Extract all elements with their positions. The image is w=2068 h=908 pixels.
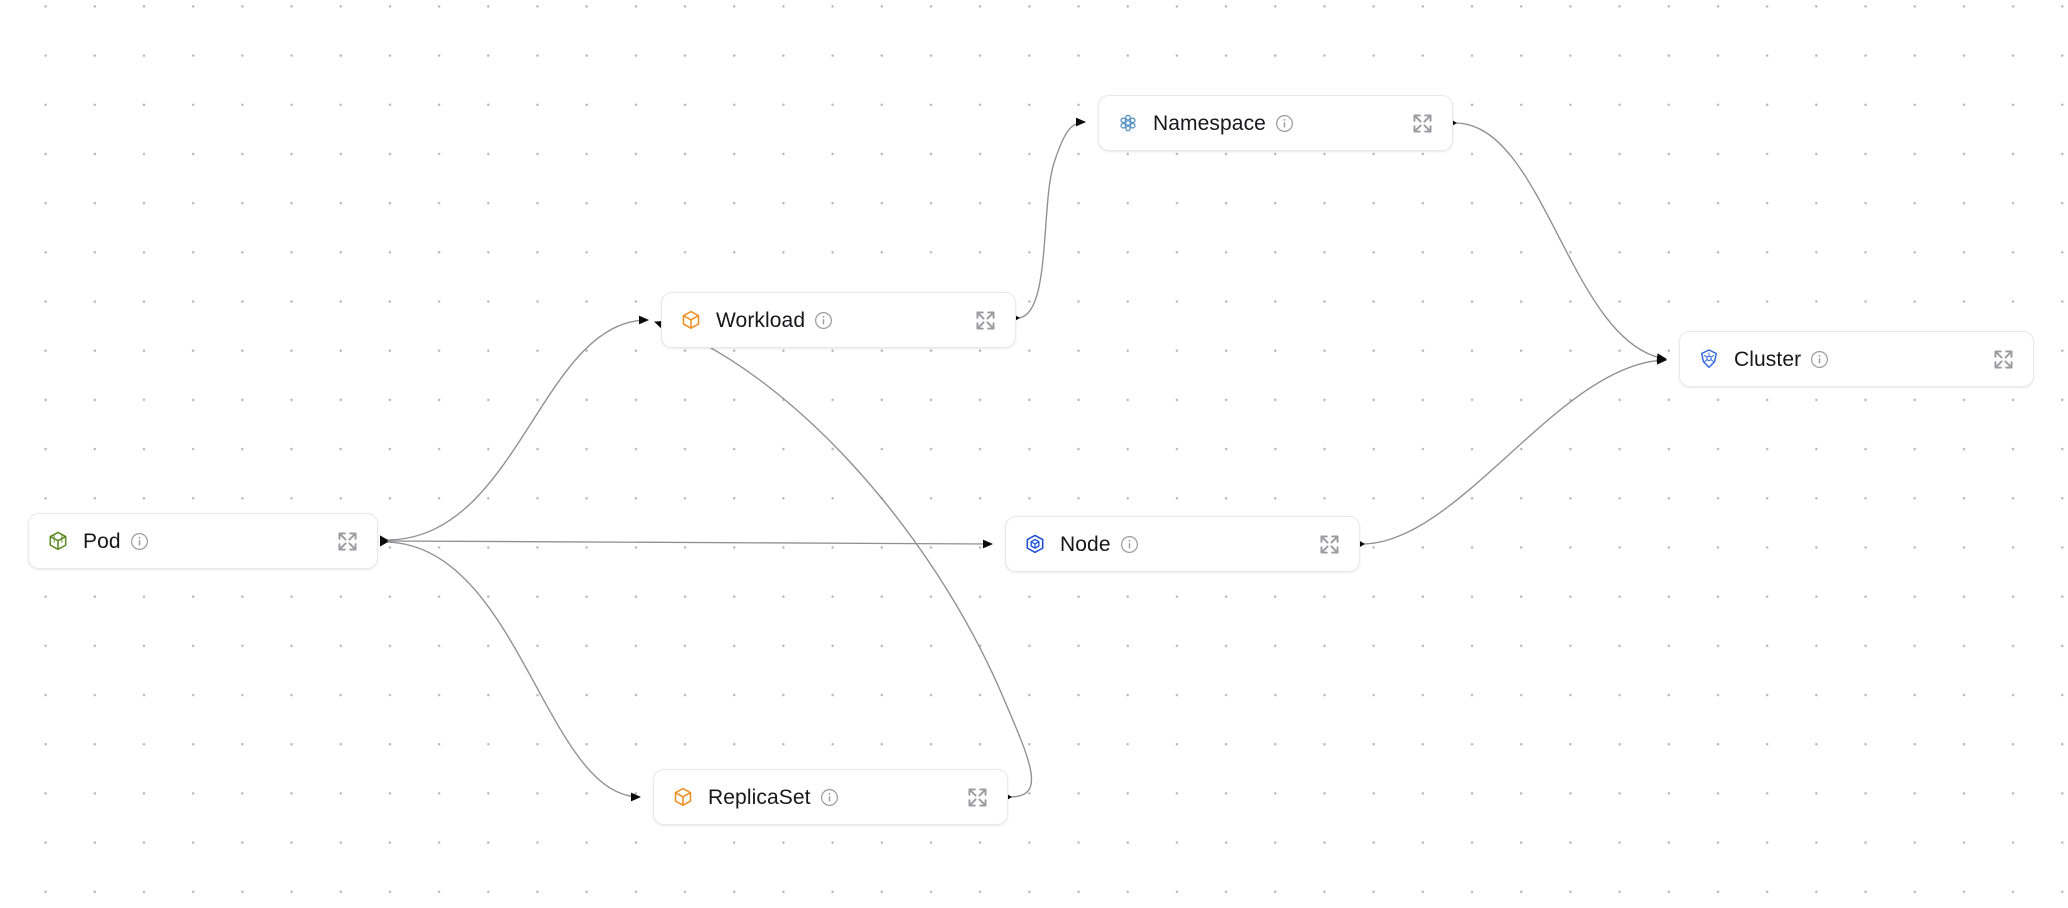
blue-cube-icon: [1026, 534, 1044, 554]
graph-edge-workload-namespace: [1017, 117, 1087, 319]
expand-icon[interactable]: [1411, 112, 1434, 135]
orange-cube-icon: [674, 787, 692, 806]
edge-source-arrow: [380, 536, 388, 546]
green-cube-icon: [49, 531, 67, 551]
graph-node-cluster[interactable]: Cluster: [1679, 331, 2034, 387]
graph-node-label: Namespace: [1153, 111, 1266, 135]
graph-node-label: ReplicaSet: [708, 785, 811, 809]
namespace-dots-icon: [1120, 114, 1136, 132]
graph-node-pod[interactable]: Pod: [28, 513, 378, 569]
graph-node-node[interactable]: Node: [1005, 516, 1360, 572]
orange-cube-icon: [682, 310, 700, 329]
graph-edge-namespace-cluster: [1454, 122, 1668, 363]
graph-edge-pod-replicaset: [385, 541, 642, 802]
info-icon[interactable]: [820, 788, 839, 807]
info-icon[interactable]: [814, 311, 833, 330]
graph-node-label: Pod: [83, 529, 121, 553]
info-icon[interactable]: [1120, 535, 1139, 554]
info-icon[interactable]: [1810, 350, 1829, 369]
graph-edge-node-cluster: [1361, 355, 1668, 545]
expand-icon[interactable]: [974, 309, 997, 332]
info-icon[interactable]: [130, 532, 149, 551]
graph-node-namespace[interactable]: Namespace: [1098, 95, 1453, 151]
graph-edge-replicaset-workload: [654, 320, 1033, 798]
expand-icon[interactable]: [1318, 533, 1341, 556]
graph-node-workload[interactable]: Workload: [661, 292, 1016, 348]
edge-source-arrow: [380, 535, 388, 545]
edge-source-arrow: [380, 537, 388, 547]
graph-node-replicaset[interactable]: ReplicaSet: [653, 769, 1008, 825]
graph-edge-pod-workload: [385, 315, 650, 541]
graph-node-label: Cluster: [1734, 347, 1802, 371]
expand-icon[interactable]: [1992, 348, 2015, 371]
expand-icon[interactable]: [966, 786, 989, 809]
expand-icon[interactable]: [336, 530, 359, 553]
graph-node-label: Node: [1060, 532, 1111, 556]
graph-edge-pod-node: [385, 539, 994, 549]
kubernetes-logo-icon: [1700, 349, 1718, 368]
info-icon[interactable]: [1275, 114, 1294, 133]
graph-node-label: Workload: [716, 308, 806, 332]
